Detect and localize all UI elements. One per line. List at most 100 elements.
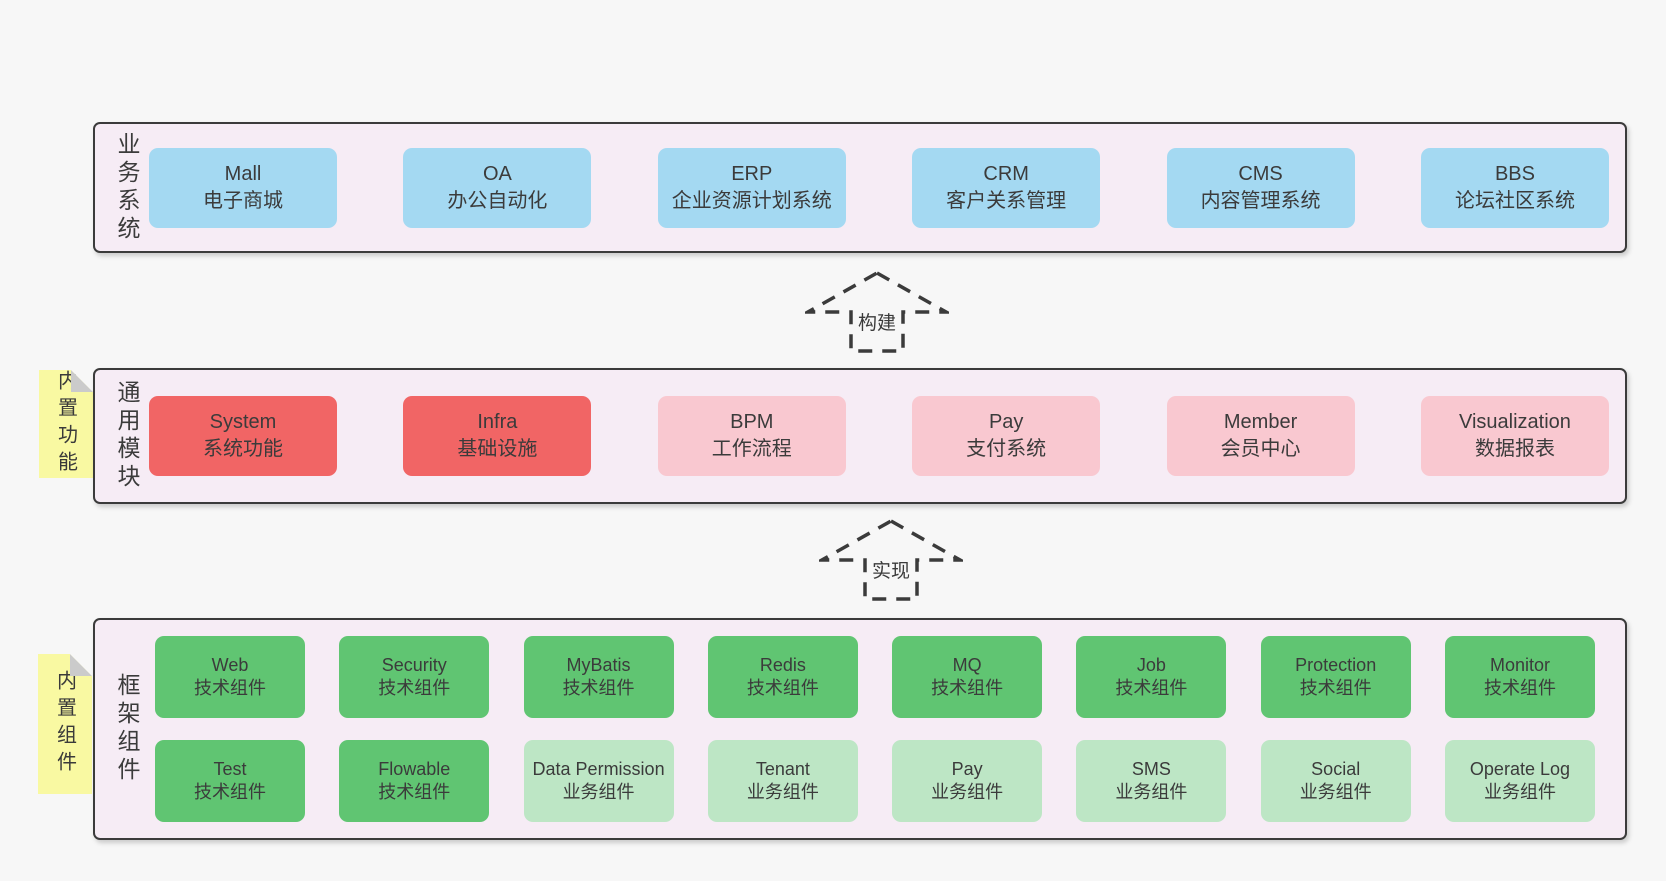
box-title: Mall [224,162,262,185]
box-title: Operate Log [1469,758,1570,779]
folded-corner-icon [71,370,93,392]
band-label-business-systems: 业务系统 [114,131,140,244]
box-mq: MQ 技术组件 [892,636,1043,718]
box-subtitle: 业务组件 [562,782,635,802]
box-title: SMS [1131,758,1171,779]
sticky-note-text: 内置功能 [54,370,77,478]
box-erp: ERP 企业资源计划系统 [657,147,846,228]
box-subtitle: 技术组件 [931,678,1004,698]
box-subtitle: 技术组件 [378,678,451,698]
box-title: Tenant [755,758,810,779]
box-subtitle: 业务组件 [1483,782,1556,802]
box-operate-log: Operate Log 业务组件 [1444,740,1595,822]
box-title: Pay [988,411,1024,433]
box-title: Test [213,758,247,779]
box-title: Job [1136,654,1166,675]
box-security: Security 技术组件 [339,636,490,718]
box-subtitle: 业务组件 [746,782,819,802]
box-title: Protection [1295,654,1377,675]
box-subtitle: 技术组件 [562,678,635,698]
box-subtitle: 系统功能 [203,438,283,460]
box-cms: CMS 内容管理系统 [1166,147,1355,228]
box-subtitle: 会员中心 [1220,438,1301,460]
box-sms: SMS 业务组件 [1076,740,1227,822]
box-title: MyBatis [566,654,631,675]
box-subtitle: 技术组件 [1115,678,1188,698]
box-pay: Pay 支付系统 [912,396,1101,476]
band-label-framework-components: 框架组件 [114,673,140,785]
box-title: Web [211,654,249,675]
band-label-common-modules: 通用模块 [114,380,140,492]
arrow-build: 构建 [805,270,949,354]
box-title: System [209,411,277,433]
box-title: Social [1311,758,1361,779]
box-title: Member [1223,411,1298,433]
box-web: Web 技术组件 [155,636,305,718]
box-title: Flowable [378,758,451,779]
box-visualization: Visualization 数据报表 [1420,396,1609,476]
arrow-implement-label: 实现 [867,554,915,585]
dashed-up-arrow-icon [819,518,963,601]
box-mall: Mall 电子商城 [149,147,337,228]
box-title: MQ [952,654,982,675]
box-subtitle: 电子商城 [203,189,283,212]
box-title: CMS [1238,162,1283,185]
box-job: Job 技术组件 [1076,636,1227,718]
dashed-up-arrow-icon [805,270,949,353]
box-subtitle: 技术组件 [1299,678,1372,698]
box-title: Infra [477,411,518,433]
box-subtitle: 支付系统 [966,438,1047,460]
box-subtitle: 基础设施 [457,438,538,460]
folded-corner-icon [70,654,92,676]
box-subtitle: 技术组件 [194,782,266,802]
box-subtitle: 业务组件 [1299,782,1372,802]
box-title: Pay [951,758,983,779]
box-subtitle: 技术组件 [1483,678,1556,698]
box-title: CRM [983,162,1029,185]
box-title: ERP [731,162,773,185]
box-subtitle: 数据报表 [1474,438,1555,460]
box-title: OA [482,162,512,185]
box-subtitle: 技术组件 [378,782,451,802]
sticky-note-builtin-features: 内置功能 [39,370,93,478]
box-subtitle: 技术组件 [194,678,266,698]
box-tenant: Tenant 业务组件 [707,740,858,822]
box-subtitle: 企业资源计划系统 [671,189,832,212]
sticky-note-builtin-components: 内置组件 [38,654,92,794]
box-flowable: Flowable 技术组件 [339,740,490,822]
box-title: BBS [1494,162,1535,185]
box-title: Visualization [1458,411,1571,433]
box-subtitle: 业务组件 [1115,782,1188,802]
box-title: Security [381,654,447,675]
box-mybatis: MyBatis 技术组件 [523,636,674,718]
box-subtitle: 内容管理系统 [1200,189,1321,212]
box-subtitle: 技术组件 [746,678,819,698]
box-system: System 系统功能 [149,396,337,476]
box-title: Data Permission [532,758,665,779]
box-title: BPM [730,411,774,433]
box-subtitle: 论坛社区系统 [1454,189,1575,212]
box-subtitle: 业务组件 [931,782,1004,802]
box-test: Test 技术组件 [155,740,305,822]
arrow-implement: 实现 [819,518,963,602]
box-bbs: BBS 论坛社区系统 [1420,147,1609,228]
box-infra: Infra 基础设施 [403,396,592,476]
box-pay: Pay 业务组件 [892,740,1043,822]
box-social: Social 业务组件 [1260,740,1411,822]
